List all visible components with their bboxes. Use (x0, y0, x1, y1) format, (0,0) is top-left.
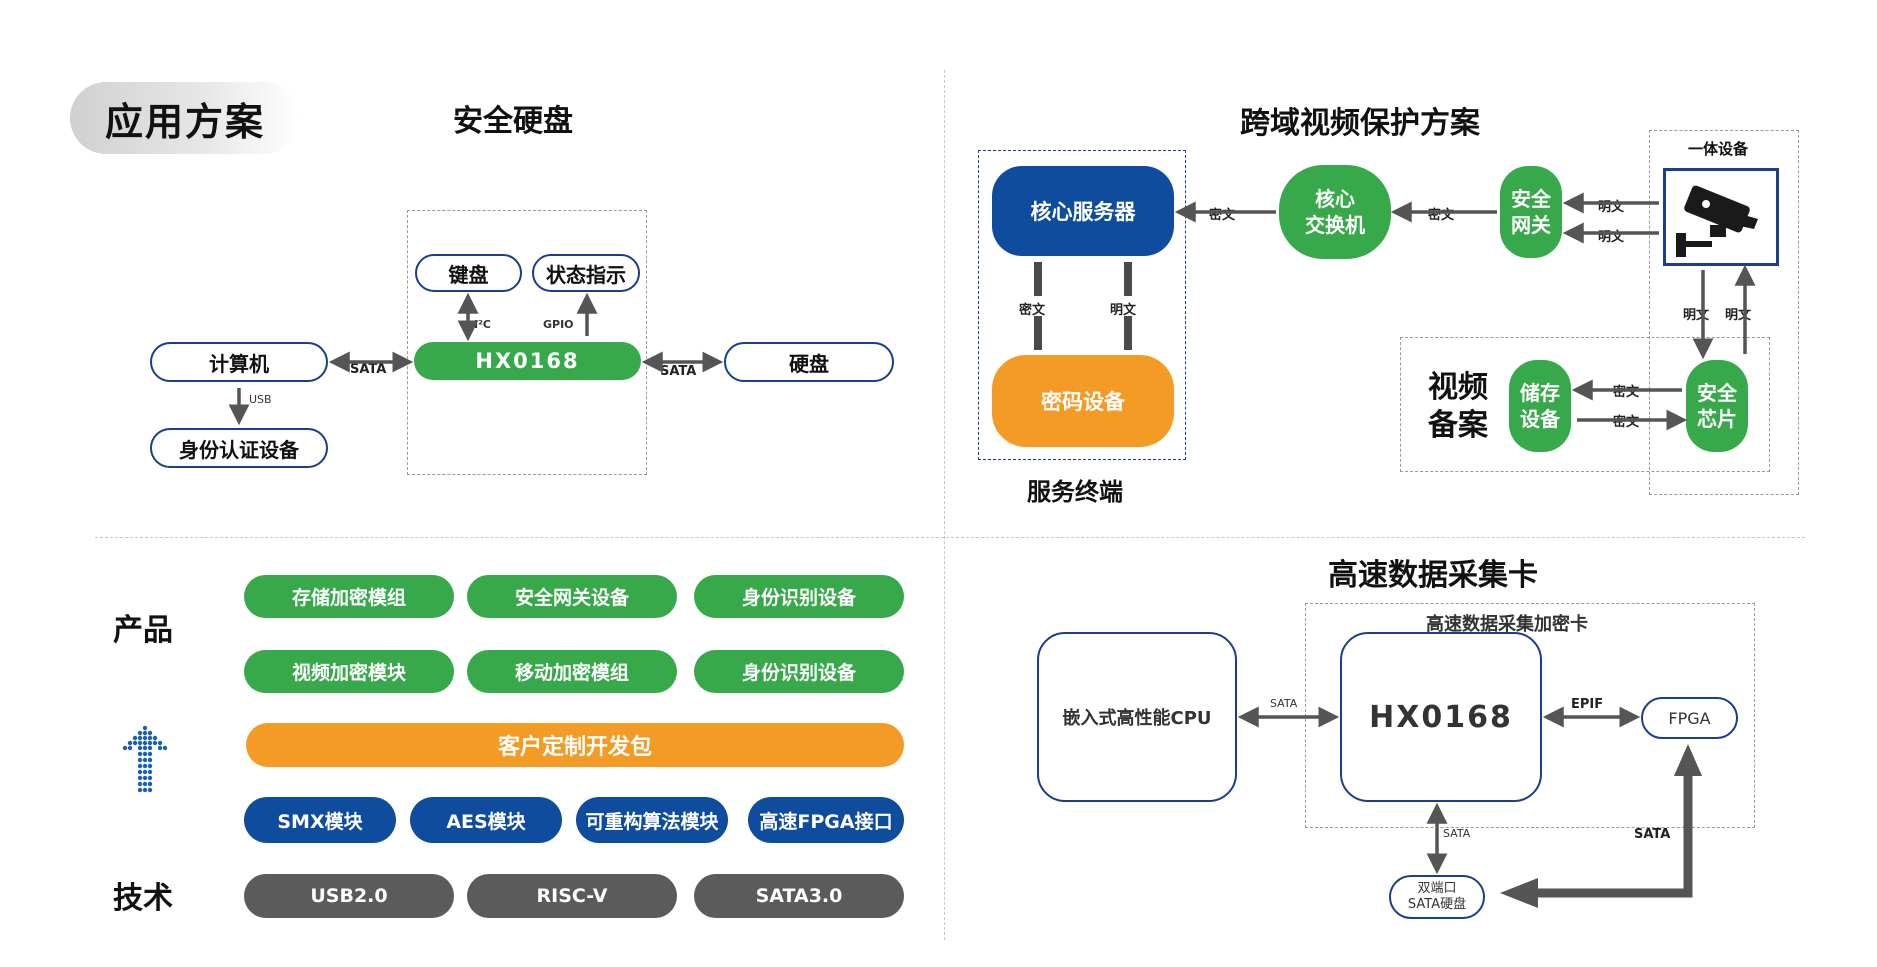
core-switch-line2: 交换机 (1305, 213, 1365, 237)
hx0168-chip: HX0168 (414, 342, 641, 380)
core-switch-node: 核心 交换机 (1279, 165, 1391, 259)
service-terminal-boundary (978, 150, 1186, 460)
module-fpga-interface: 高速FPGA接口 (748, 797, 904, 843)
camera-plaintext-label-2: 明文 (1598, 230, 1625, 245)
hard-disk-node: 硬盘 (724, 342, 894, 382)
capture-card-title: 高速数据采集卡 (1328, 558, 1538, 593)
integrated-device-label: 一体设备 (1688, 140, 1749, 158)
i2c-label: I²C (474, 318, 491, 331)
products-label: 产品 (113, 613, 173, 648)
video-backup-label: 视频 备案 (1418, 365, 1498, 449)
sata-right-label: SATA (660, 364, 697, 379)
section-badge-label: 应用方案 (104, 99, 265, 144)
backup-ciphertext-label-1: 密文 (1613, 385, 1640, 400)
product-storage-encryption: 存储加密模组 (244, 575, 454, 618)
cpu-sata-label: SATA (1270, 697, 1298, 710)
core-server-node: 核心服务器 (992, 166, 1174, 256)
terminal-ciphertext-label-top: 密文 (1019, 303, 1046, 318)
dotted-up-arrow-icon (122, 725, 168, 793)
module-smx: SMX模块 (244, 797, 396, 843)
terminal-plaintext-label-top: 明文 (1110, 303, 1137, 318)
disk-route-arrowhead (1500, 878, 1538, 908)
module-aes: AES模块 (410, 797, 562, 843)
computer-node: 计算机 (150, 342, 328, 382)
crypto-device-node: 密码设备 (992, 355, 1174, 447)
backup-ciphertext-label-2: 密文 (1613, 415, 1640, 430)
camera-chip-plaintext-label-2: 明文 (1725, 308, 1752, 323)
id-device-node: 身份认证设备 (150, 428, 328, 468)
keyboard-node: 键盘 (415, 254, 522, 292)
product-mobile-encryption: 移动加密模组 (467, 650, 677, 693)
video-backup-line1: 视频 (1428, 370, 1488, 405)
horizontal-divider (95, 537, 1805, 538)
camera-box (1663, 168, 1779, 266)
dual-port-disk-node: 双端口 SATA硬盘 (1389, 875, 1485, 919)
camera-icon (1676, 185, 1758, 257)
status-indicator-node: 状态指示 (532, 254, 640, 292)
fpga-sata-label: SATA (1634, 827, 1671, 842)
tech-sata: SATA3.0 (694, 874, 904, 918)
cpu-node: 嵌入式高性能CPU (1037, 632, 1237, 802)
product-id-device-2: 身份识别设备 (694, 650, 904, 693)
secure-chip-line2: 芯片 (1697, 407, 1737, 431)
tech-riscv: RISC-V (467, 874, 677, 918)
gateway-line1: 安全 (1511, 187, 1551, 211)
capture-card-label: 高速数据采集加密卡 (1426, 614, 1588, 635)
gpio-label: GPIO (543, 318, 574, 331)
vertical-divider (944, 70, 945, 940)
gateway-node: 安全 网关 (1500, 166, 1562, 258)
label-mask-1 (1017, 296, 1057, 316)
video-backup-boundary (1400, 337, 1770, 472)
video-protection-title: 跨域视频保护方案 (1240, 106, 1480, 141)
service-terminal-label: 服务终端 (1027, 478, 1123, 506)
disk-line1: 双端口 (1417, 881, 1457, 896)
crypto-device-label: 密码设备 (1041, 390, 1125, 414)
product-id-device-1: 身份识别设备 (694, 575, 904, 618)
camera-plaintext-label-1: 明文 (1598, 200, 1625, 215)
label-mask-2 (1107, 296, 1147, 316)
tech-label: 技术 (113, 881, 173, 916)
storage-device-node: 储存 设备 (1509, 360, 1571, 452)
epif-label: EPIF (1571, 697, 1604, 712)
integrated-device-boundary (1649, 130, 1799, 495)
secure-disk-title: 安全硬盘 (453, 104, 573, 139)
usb-label: USB (249, 393, 272, 406)
core-server-label: 核心服务器 (1030, 200, 1136, 224)
fpga-node: FPGA (1641, 697, 1738, 739)
core-switch-line1: 核心 (1315, 187, 1355, 211)
section-badge: 应用方案 (70, 82, 300, 154)
video-backup-line2: 备案 (1428, 408, 1488, 443)
hx0168-card-chip: HX0168 (1340, 632, 1542, 802)
disk-sata-label: SATA (1443, 827, 1471, 840)
secure-disk-boundary (407, 210, 647, 475)
secure-chip-node: 安全 芯片 (1686, 360, 1748, 452)
camera-chip-plaintext-label-1: 明文 (1683, 308, 1710, 323)
secure-chip-line1: 安全 (1697, 381, 1737, 405)
storage-line1: 储存 (1520, 381, 1560, 405)
product-secure-gateway: 安全网关设备 (467, 575, 677, 618)
gateway-switch-ciphertext-label: 密文 (1428, 208, 1455, 223)
switch-server-ciphertext-label: 密文 (1209, 208, 1236, 223)
disk-line2: SATA硬盘 (1407, 897, 1467, 912)
storage-line2: 设备 (1520, 407, 1560, 431)
gateway-line2: 网关 (1511, 213, 1551, 237)
tech-usb: USB2.0 (244, 874, 454, 918)
hx0168-chip-label: HX0168 (475, 349, 580, 373)
module-reconfigurable: 可重构算法模块 (576, 797, 728, 843)
custom-sdk-bar: 客户定制开发包 (246, 723, 904, 767)
product-video-encryption: 视频加密模块 (244, 650, 454, 693)
sata-left-label: SATA (350, 362, 387, 377)
